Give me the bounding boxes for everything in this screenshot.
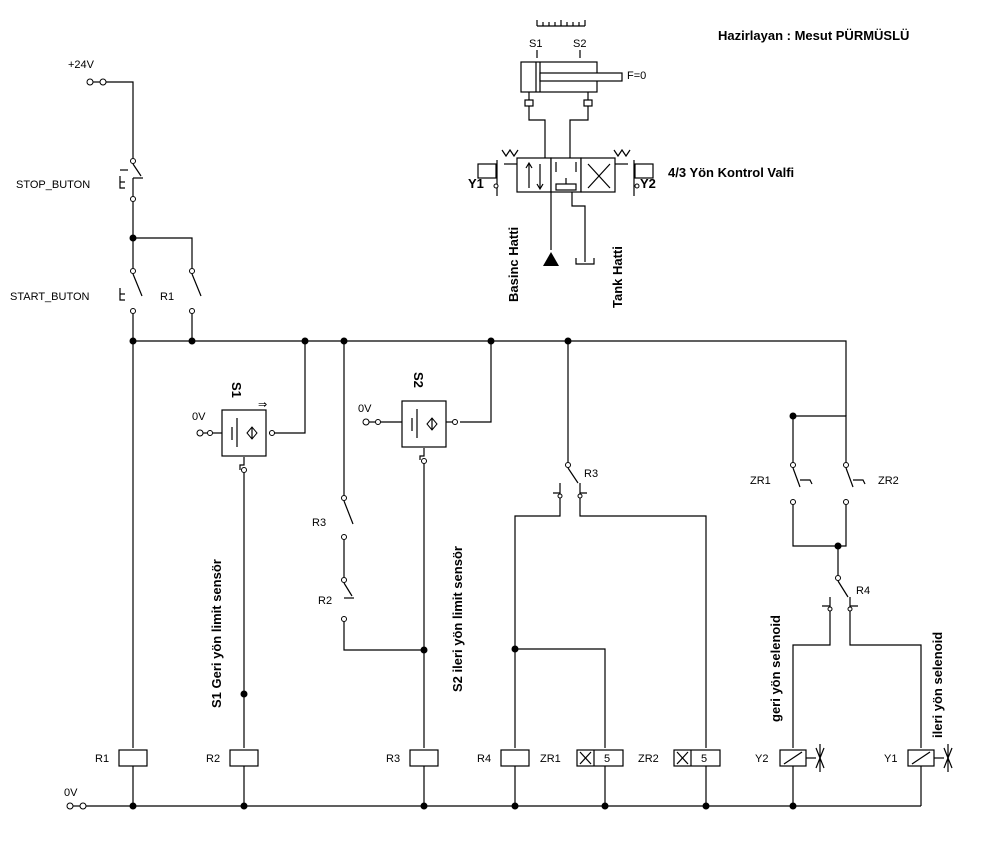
r3-contact-b: [553, 462, 587, 499]
forward-solenoid-caption: ileri yön selenoid: [930, 632, 945, 738]
r2-contact-label: R2: [318, 595, 332, 607]
s2-caption: S2 ileri yön limit sensör: [450, 546, 465, 692]
coil-zr1-label: ZR1: [540, 753, 561, 765]
zr2-contact: [843, 462, 866, 505]
s1-arrow-icon: ⇒: [258, 399, 267, 411]
s1-zero-label: 0V: [192, 411, 206, 423]
r3-contact-a: [341, 495, 354, 540]
zr1-contact: [790, 462, 813, 505]
coil-r3-label: R3: [386, 753, 400, 765]
supply-plus-label: +24V: [68, 59, 95, 71]
scale-s2-label: S2: [573, 38, 586, 50]
back-solenoid-caption: geri yön selenoid: [768, 615, 783, 722]
coil-zr2-value: 5: [701, 753, 707, 765]
s1-supply-wire: [269, 341, 306, 434]
pneumatic-cylinder: [520, 61, 623, 158]
main-bus: [133, 340, 847, 416]
coil-r1-label: R1: [95, 753, 109, 765]
coil-r4-label: R4: [477, 753, 491, 765]
valve-y2-label: Y2: [640, 176, 656, 191]
start-button-label: START_BUTON: [10, 291, 90, 303]
r2-contact: [341, 577, 354, 622]
s2-zero-label: 0V: [358, 403, 372, 415]
s2-tag: S2: [411, 372, 426, 388]
cylinder-scale: [536, 20, 586, 58]
valve-y1-label: Y1: [468, 176, 484, 191]
scale-s1-label: S1: [529, 38, 542, 50]
coil-zr1-value: 5: [604, 753, 610, 765]
stop-button: [119, 158, 143, 202]
s1-caption: S1 Geri yön limit sensör: [209, 559, 224, 708]
coil-zr2-label: ZR2: [638, 753, 659, 765]
tank-line-label: Tank Hatti: [610, 246, 625, 308]
cylinder-force-label: F=0: [627, 70, 646, 82]
stop-button-label: STOP_BUTON: [16, 179, 90, 191]
r4-contact: [822, 575, 858, 612]
solenoid-y1-label: Y1: [884, 753, 897, 765]
zr1-contact-label: ZR1: [750, 475, 771, 487]
s2-sensor: [401, 400, 458, 464]
author-label: Hazirlayan : Mesut PÜRMÜSLÜ: [718, 28, 909, 43]
pressure-line-label: Basinc Hatti: [506, 227, 521, 302]
coil-r3: [409, 749, 439, 806]
valve-title: 4/3 Yön Kontrol Valfi: [668, 165, 794, 180]
coil-r2: [229, 749, 259, 806]
r1-contact: [189, 268, 202, 340]
supply-zero-label: 0V: [64, 787, 78, 799]
start-button: [119, 268, 143, 340]
solenoid-y2: [779, 744, 825, 806]
solenoid-y2-label: Y2: [755, 753, 768, 765]
coil-r1: [118, 749, 148, 806]
pressure-source-icon: [543, 252, 559, 266]
directional-valve: [477, 148, 654, 196]
r3-contact-a-label: R3: [312, 517, 326, 529]
supply-plus-terminal: [86, 78, 134, 158]
zr2-contact-label: ZR2: [878, 475, 899, 487]
solenoid-y1: [907, 744, 953, 806]
s1-tag: S1: [229, 382, 244, 398]
coil-zr2-timer: [673, 749, 721, 806]
r4-contact-label: R4: [856, 585, 870, 597]
s2-supply-wire: [460, 341, 492, 423]
s1-sensor: [221, 409, 275, 473]
r3-contact-b-label: R3: [584, 468, 598, 480]
coil-zr1-timer: [576, 749, 624, 806]
r1-contact-label: R1: [160, 291, 174, 303]
coil-r2-label: R2: [206, 753, 220, 765]
coil-r4: [500, 749, 530, 806]
